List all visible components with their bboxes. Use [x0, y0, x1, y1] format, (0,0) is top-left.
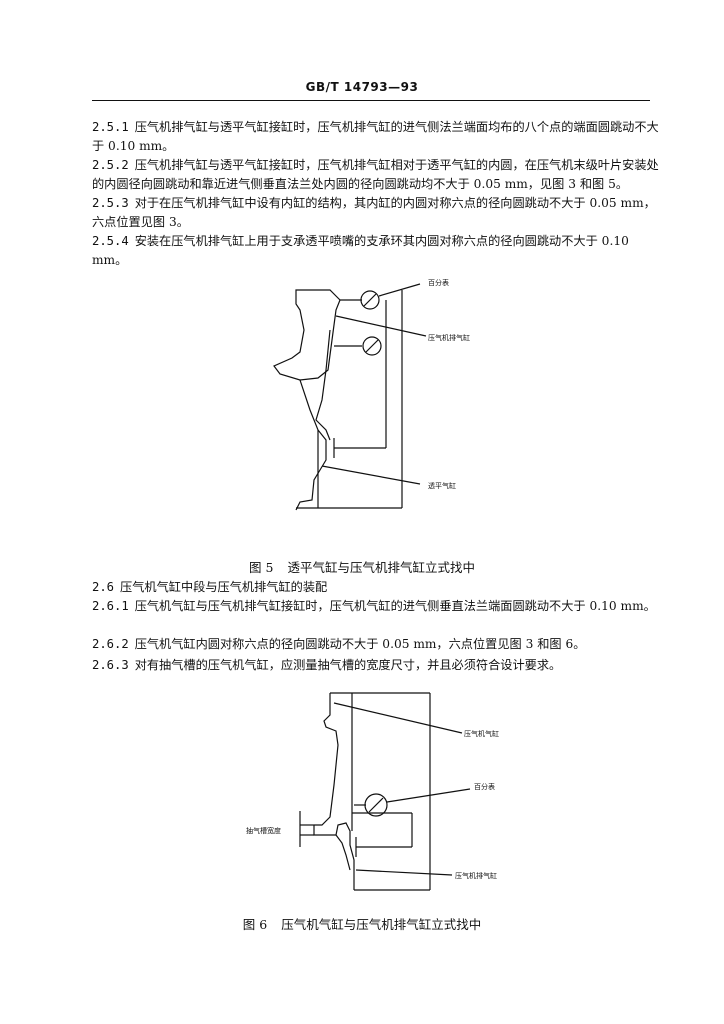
fig6-leader-comp-cyl [333, 702, 463, 734]
figure-5-drawing: 百分表 压气机排气缸 透平气缸 [273, 278, 470, 511]
fig6-label-comp-exhaust: 压气机排气缸 [455, 871, 497, 880]
standard-header: GB/T 14793—93 [305, 80, 419, 94]
fig5-label-comp-exhaust: 压气机排气缸 [428, 333, 470, 342]
fig6-label-slot-width: 抽气槽宽度 [246, 826, 281, 835]
fig5-leader-comp-exhaust [335, 315, 427, 337]
fig5-casing-profile [295, 379, 327, 511]
fig5-needle-lower [365, 339, 379, 353]
fig6-cylinder-profile [314, 693, 339, 826]
fig6-leader-gauge [386, 788, 471, 803]
fig5-dial-gauge-upper [360, 290, 380, 310]
fig6-leader-comp-exhaust [355, 869, 453, 876]
figure-6-drawing: 压气机气缸 百分表 抽气槽宽度 压气机排气缸 [246, 692, 499, 891]
fig6-exhaust-flange [335, 834, 351, 871]
fig5-leader-gauge [378, 283, 421, 297]
fig5-label-turbine: 透平气缸 [428, 481, 456, 490]
fig5-dial-gauge-lower [362, 336, 382, 356]
fig5-leader-turbine [321, 465, 421, 485]
fig5-inner-wall [315, 329, 331, 441]
fig6-label-dial-gauge: 百分表 [474, 782, 495, 791]
fig6-dial-gauge [364, 793, 388, 817]
fig5-label-dial-gauge: 百分表 [428, 278, 449, 287]
header-rule [92, 100, 650, 101]
fig6-needle [368, 797, 384, 813]
fig5-needle-upper [363, 293, 377, 307]
fig6-label-comp-cyl: 压气机气缸 [464, 729, 499, 738]
fig6-slot-detail [313, 822, 355, 890]
